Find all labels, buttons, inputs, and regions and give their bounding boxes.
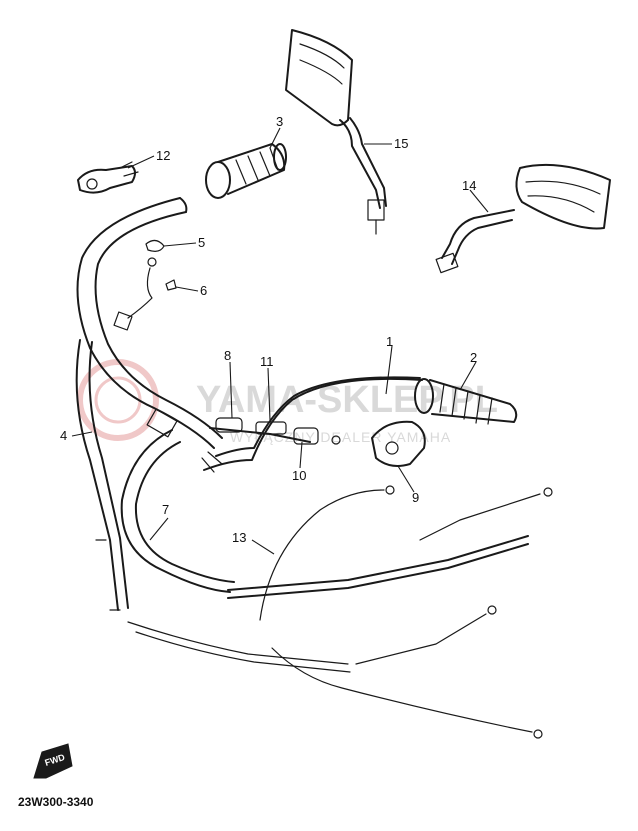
callout-15: 15	[394, 136, 408, 151]
part-15-mirror	[285, 29, 387, 235]
part-5-6-fasteners	[113, 239, 177, 331]
part-9-bracket	[371, 420, 426, 467]
fwd-arrow-icon: FWD	[33, 743, 73, 779]
part-7-cable	[120, 429, 235, 593]
leader-lines	[71, 127, 489, 555]
callout-10: 10	[292, 468, 306, 483]
callout-1: 1	[386, 334, 393, 349]
callout-2: 2	[470, 350, 477, 365]
callout-4: 4	[60, 428, 67, 443]
callout-3: 3	[276, 114, 283, 129]
callout-9: 9	[412, 490, 419, 505]
callout-13: 13	[232, 530, 246, 545]
part-1-handlebar	[146, 376, 423, 473]
diagram-code: 23W300-3340	[18, 795, 94, 809]
part-13-cables	[127, 485, 553, 739]
callout-12: 12	[156, 148, 170, 163]
callout-8: 8	[224, 348, 231, 363]
callout-6: 6	[200, 283, 207, 298]
part-4-handlebar-tube	[75, 197, 223, 611]
callout-14: 14	[462, 178, 476, 193]
callouts: 1 2 3 4 5 6 7 8 9 10 11 12 13 14 15	[60, 114, 477, 545]
part-14-mirror	[435, 163, 611, 274]
callout-5: 5	[198, 235, 205, 250]
part-2-grip	[414, 378, 518, 425]
part-12-switch	[77, 161, 139, 194]
callout-7: 7	[162, 502, 169, 517]
part-8-10-11-adjusters	[209, 417, 341, 445]
callout-11: 11	[260, 354, 274, 369]
part-3-throttle-grip	[205, 143, 287, 199]
